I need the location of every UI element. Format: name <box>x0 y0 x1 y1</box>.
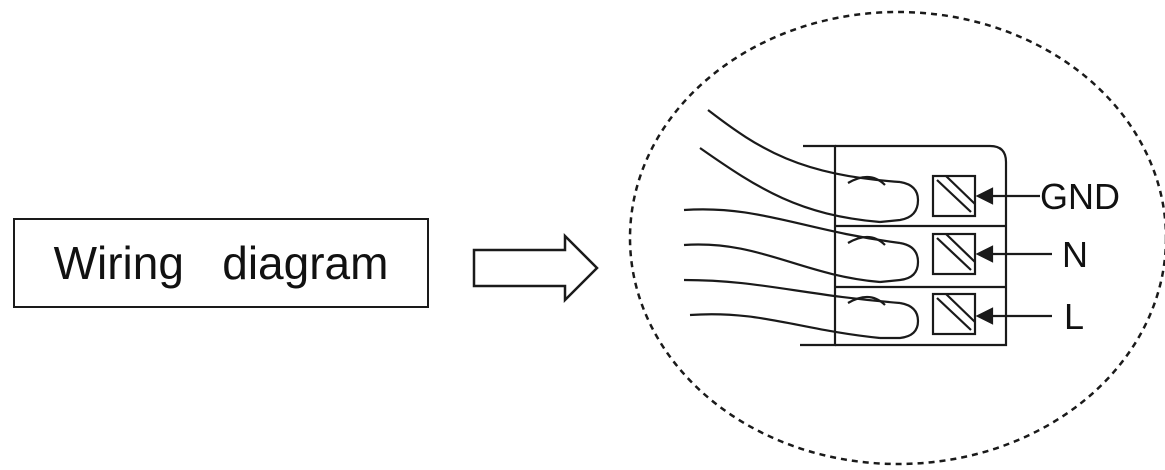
terminal-screws <box>931 174 977 336</box>
terminal-block <box>800 144 1008 347</box>
terminal-label-n: N <box>1062 234 1088 275</box>
leader-lines <box>975 187 1052 325</box>
pointer-arrow-icon <box>472 232 599 304</box>
terminal-label-gnd: GND <box>1040 176 1120 217</box>
diagram-title: Wiring diagram <box>53 237 389 289</box>
magnifier-ellipse <box>628 10 1165 466</box>
screw-l-icon <box>931 292 977 336</box>
wires <box>683 109 920 340</box>
screw-gnd-icon <box>931 174 977 218</box>
screw-n-icon <box>931 232 977 276</box>
terminal-label-l: L <box>1064 296 1084 337</box>
diagram-title-box: Wiring diagram <box>13 218 429 308</box>
